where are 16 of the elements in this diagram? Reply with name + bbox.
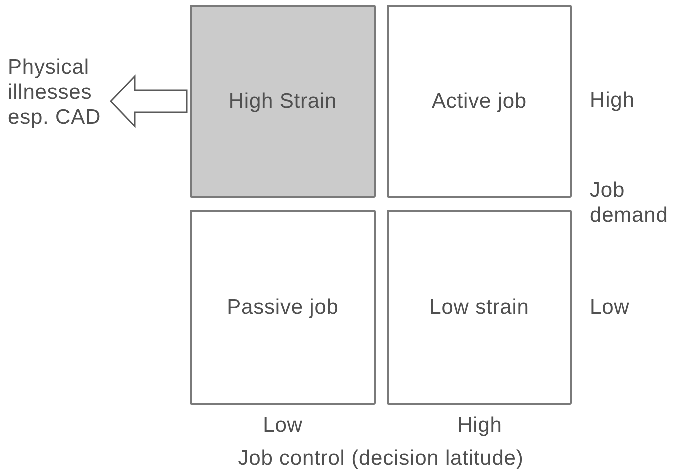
axis-tick-label: Low (263, 413, 303, 438)
axis-tick-label: Low (590, 295, 630, 320)
quadrant-box (387, 5, 572, 198)
quadrant-box (190, 5, 376, 198)
axis-tick-label: High (458, 413, 502, 438)
quadrant-box (190, 210, 376, 405)
quadrant-box (387, 210, 572, 405)
quadrant-label: Low strain (430, 295, 530, 320)
axis-tick-label: High (590, 88, 635, 113)
axis-title: Job demand (590, 178, 670, 228)
axis-title: Job control (decision latitude) (238, 446, 524, 471)
block-arrow (110, 74, 188, 128)
outcome-text: Physical illnesses esp. CAD (8, 55, 108, 130)
quadrant-label: Passive job (227, 295, 339, 320)
quadrant-label: High Strain (228, 89, 338, 114)
quadrant-label: Active job (432, 89, 528, 114)
